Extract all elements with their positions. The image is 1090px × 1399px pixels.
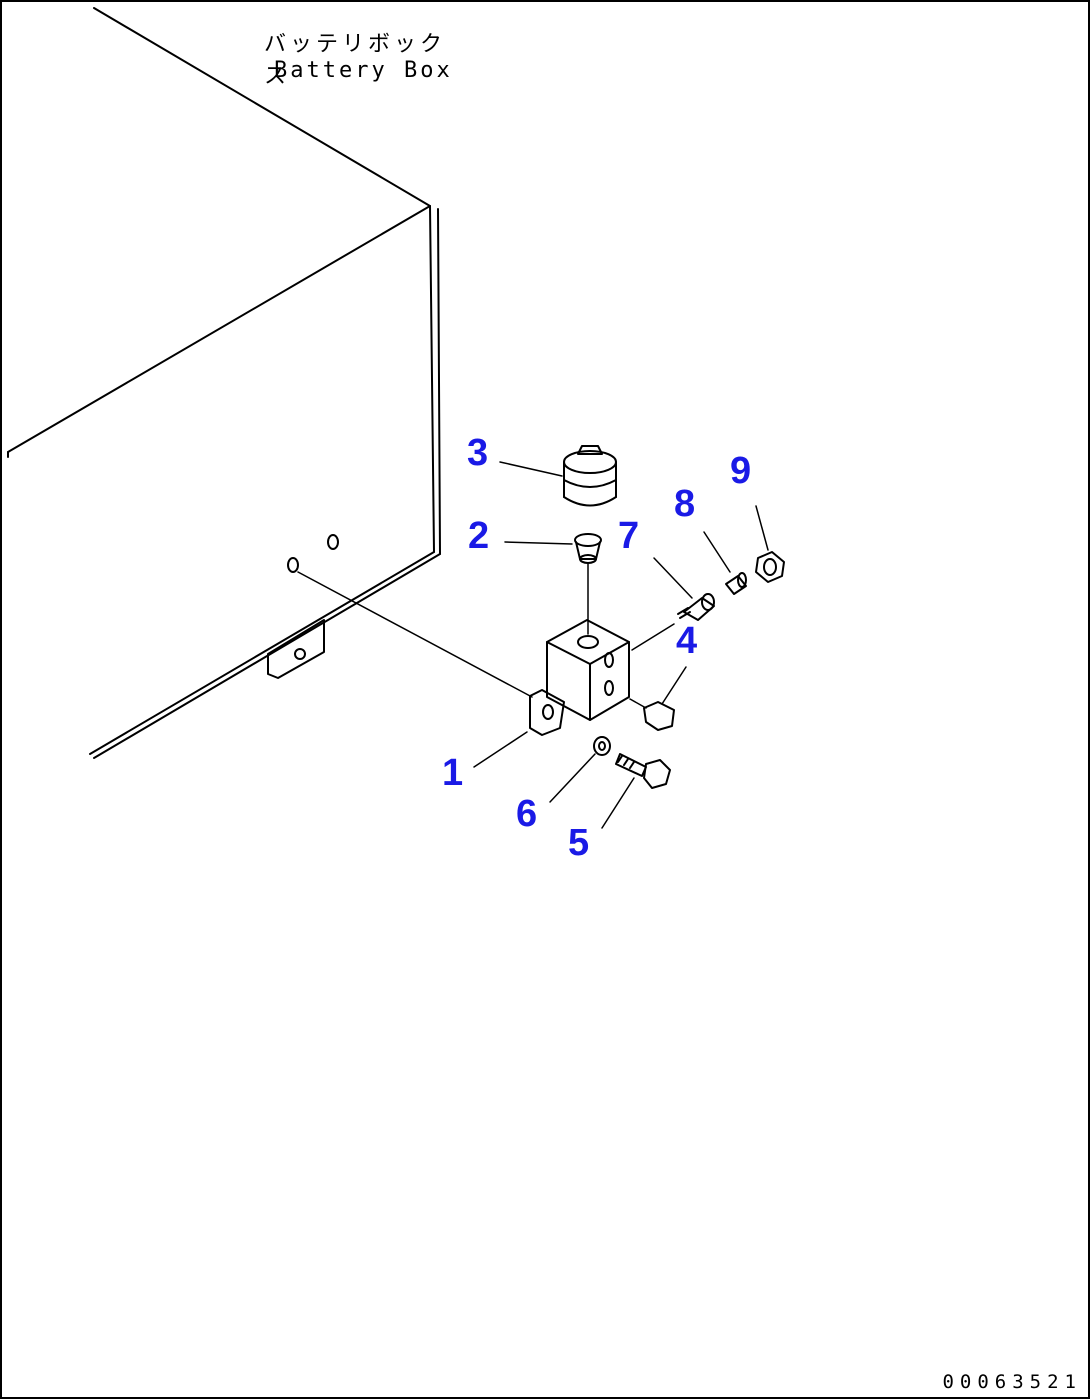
part-9-nut (755, 551, 785, 583)
callout-leaders (473, 461, 769, 829)
part-5-bolt (615, 753, 671, 789)
battery-box-outline (7, 7, 441, 759)
part-1-block-bracket (529, 619, 630, 736)
part-4-plug (629, 698, 675, 731)
part-3-rubber-mount (563, 445, 617, 507)
callout-7: 7 (618, 515, 640, 557)
callout-3: 3 (467, 432, 489, 474)
battery-box-label-en: Battery Box (274, 58, 453, 83)
callout-1: 1 (442, 752, 464, 794)
part-8-nipple (725, 572, 747, 595)
callout-9: 9 (730, 450, 752, 492)
callout-8: 8 (674, 483, 696, 525)
part-6-washer (593, 736, 611, 756)
part-2-collar (574, 533, 602, 635)
callout-6: 6 (516, 793, 538, 835)
callout-4: 4 (676, 620, 698, 662)
callout-5: 5 (568, 822, 590, 864)
part-7-elbow-fitting (677, 593, 715, 621)
mounting-leader-line (297, 571, 533, 698)
drawing-number: 00063521 (942, 1371, 1082, 1393)
callout-2: 2 (468, 515, 490, 557)
battery-box-label-jp: バッテリボックス (264, 32, 447, 89)
